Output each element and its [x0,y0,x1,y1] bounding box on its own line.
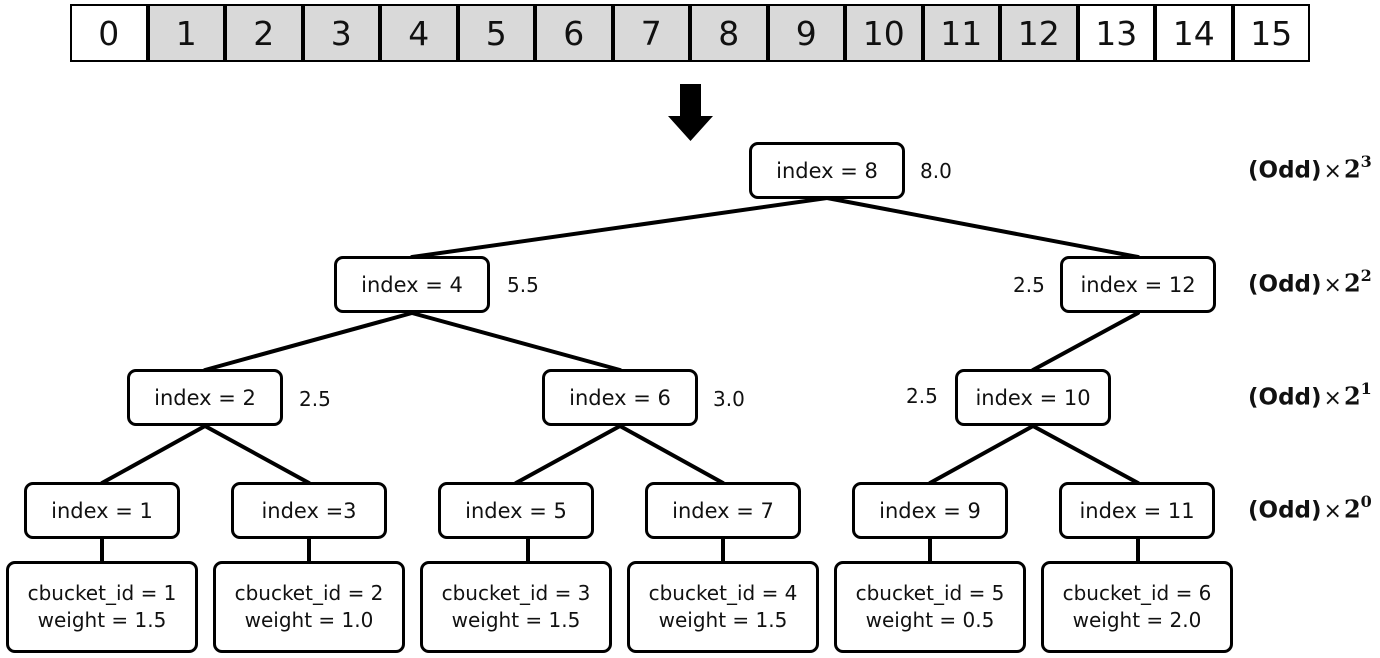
edge-2-3 [203,424,311,485]
array-cell-6: 6 [535,4,613,62]
sum-label-index-12: 2.5 [1013,273,1045,297]
array-cell-1: 1 [147,4,225,62]
bucket-weight: weight = 2.0 [1072,608,1202,632]
array-cell-14: 14 [1155,4,1233,62]
bucket-node-2: cbucket_id = 2 weight = 1.0 [213,561,405,653]
sum-label-index-8: 8.0 [920,159,952,183]
bucket-id: cbucket_id = 5 [855,581,1005,605]
edge-4-2 [203,311,414,372]
down-arrow-icon [668,84,713,141]
level-label-3: (Odd)×23 [1248,152,1372,184]
bucket-node-5: cbucket_id = 5 weight = 0.5 [834,561,1026,653]
array-cell-12: 12 [1000,4,1078,62]
bucket-id: cbucket_id = 6 [1062,581,1212,605]
bucket-weight: weight = 1.0 [244,608,374,632]
tree-node-index-12: index = 12 [1060,256,1216,313]
array-cell-11: 11 [922,4,1000,62]
times-sign: × [1323,272,1342,298]
array-cell-9: 9 [767,4,845,62]
edge-8-4 [410,196,829,259]
tree-node-index-6: index = 6 [542,369,698,426]
level-base: 2 [1343,154,1361,184]
tree-node-index-11: index = 11 [1059,482,1215,539]
level-base: 2 [1343,381,1361,411]
bucket-id: cbucket_id = 4 [648,581,798,605]
tree-node-index-7: index = 7 [645,482,801,539]
tree-node-index-2: index = 2 [127,369,283,426]
level-prefix: (Odd) [1248,497,1322,524]
array-cell-13: 13 [1077,4,1155,62]
edge-10-11 [1031,424,1140,485]
array-cell-7: 7 [612,4,690,62]
level-exponent: 2 [1360,266,1372,285]
edge-12-10 [1031,311,1140,372]
edge-6-5 [514,424,622,485]
edge-4-6 [410,311,622,372]
level-label-1: (Odd)×21 [1248,379,1372,411]
level-exponent: 1 [1360,379,1372,398]
bucket-node-4: cbucket_id = 4 weight = 1.5 [627,561,819,653]
times-sign: × [1323,385,1342,411]
edge-2-1 [100,424,207,485]
tree-node-index-8: index = 8 [749,142,905,199]
bucket-id: cbucket_id = 1 [27,581,177,605]
tree-node-index-1: index = 1 [24,482,180,539]
array-cell-5: 5 [457,4,535,62]
tree-node-index-4: index = 4 [334,256,490,313]
times-sign: × [1323,498,1342,524]
bucket-weight: weight = 1.5 [658,608,788,632]
array-cell-15: 15 [1232,4,1310,62]
tree-node-index-9: index = 9 [852,482,1008,539]
edge-10-9 [928,424,1035,485]
tree-node-index-3: index =3 [231,482,387,539]
sum-label-index-2: 2.5 [299,387,331,411]
array-cell-3: 3 [302,4,380,62]
times-sign: × [1323,158,1342,184]
level-label-2: (Odd)×22 [1248,266,1372,298]
bucket-id: cbucket_id = 2 [234,581,384,605]
sum-label-index-6: 3.0 [713,387,745,411]
level-exponent: 0 [1360,492,1372,511]
level-exponent: 3 [1360,152,1372,171]
tree-node-index-5: index = 5 [438,482,594,539]
edge-6-7 [618,424,725,485]
sum-label-index-10: 2.5 [906,384,938,408]
sum-label-index-4: 5.5 [507,273,539,297]
tree-node-index-10: index = 10 [955,369,1111,426]
level-prefix: (Odd) [1248,384,1322,411]
array-cell-8: 8 [690,4,768,62]
bucket-weight: weight = 1.5 [451,608,581,632]
bucket-weight: weight = 0.5 [865,608,995,632]
array-cell-0: 0 [70,4,148,62]
level-label-0: (Odd)×20 [1248,492,1372,524]
bucket-node-6: cbucket_id = 6 weight = 2.0 [1041,561,1233,653]
bucket-node-3: cbucket_id = 3 weight = 1.5 [420,561,612,653]
level-prefix: (Odd) [1248,157,1322,184]
bucket-node-1: cbucket_id = 1 weight = 1.5 [6,561,198,653]
level-base: 2 [1343,268,1361,298]
array-cell-2: 2 [225,4,303,62]
bucket-id: cbucket_id = 3 [441,581,591,605]
array-cell-10: 10 [845,4,923,62]
edge-8-12 [825,196,1140,259]
level-base: 2 [1343,494,1361,524]
level-prefix: (Odd) [1248,271,1322,298]
array-cell-4: 4 [380,4,458,62]
bucket-weight: weight = 1.5 [37,608,167,632]
